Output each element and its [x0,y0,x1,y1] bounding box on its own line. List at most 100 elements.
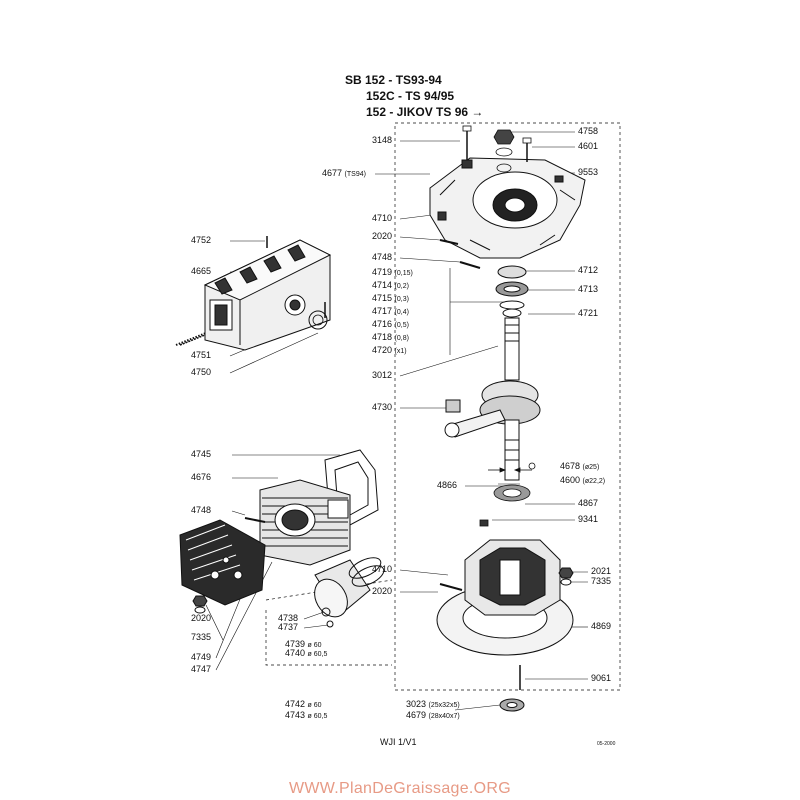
part-label-4715: 4715 (0,3) [372,293,409,304]
drawing-date: 05-2000 [597,741,616,747]
part-number: 4677 [322,168,343,178]
muffler [179,236,332,351]
title-line-3: 152 - JIKOV TS 96 → [366,105,484,119]
part-number: 4718 [372,332,393,342]
part-label-4748-left: 4748 [191,505,212,515]
part-label-4867: 4867 [578,498,599,508]
part-note: (ø22,2) [582,478,606,485]
part-label-4750: 4750 [191,367,212,377]
part-label-4758: 4758 [578,126,599,136]
part-label-4600: 4600 (ø22,2) [560,475,606,486]
part-note: ø 60 [307,642,322,649]
cylinder-head [179,519,266,614]
part-number: 4715 [372,293,393,303]
part-label-4739: 4739 ø 60 [285,639,322,650]
part-label-4737: 4737 [278,622,299,632]
part-note: ø 60,5 [307,651,328,658]
part-label-4718: 4718 (0,8) [372,332,409,343]
part-label-4676: 4676 [191,472,212,482]
part-label-4752: 4752 [191,235,212,245]
part-label-4745: 4745 [191,449,212,459]
part-number: 4600 [560,475,581,485]
part-note: (0,8) [394,335,409,342]
part-label-7335-right: 7335 [591,576,612,586]
part-label-4730: 4730 [372,402,393,412]
part-label-4713: 4713 [578,284,599,294]
bearing-stack [495,265,529,318]
part-number: 4679 [406,710,427,720]
crankcase-upper [429,157,586,259]
part-label-4710-lower: 4710 [372,564,393,574]
part-label-4748-upper: 4748 [372,252,393,262]
part-label-4738: 4738 [278,613,299,623]
engine-block-frame [394,122,621,691]
part-label-4751: 4751 [191,350,212,360]
part-number: 4719 [372,267,393,277]
part-label-4740: 4740 ø 60,5 [285,649,328,659]
connecting-rod [444,399,506,438]
part-note: ø 60 [307,702,322,709]
crankcase-lower [436,539,574,712]
part-number: 4743 [285,710,306,720]
part-label-4720: 4720 (x1) [372,345,407,356]
part-label-4678: 4678 (ø25) [560,462,600,472]
part-label-4719: 4719 (0,15) [372,267,413,278]
group-frames [265,122,621,691]
part-note: (x1) [394,348,407,355]
dimension-marks [488,462,536,473]
part-label-4677: 4677 (TS94) [322,168,366,179]
part-label-3012: 3012 [372,370,393,380]
part-label-4742: 4742 ø 60 [285,699,322,710]
part-number: 4716 [372,319,393,329]
part-label-4679: 4679 (28x40x7) [406,710,460,721]
part-note: (25x32x5) [428,702,460,709]
watermark-link[interactable]: WWW.PlanDeGraissage.ORG [288,780,512,797]
part-label-4869: 4869 [591,621,612,631]
leader-lines [205,131,588,711]
part-label-4710-upper: 4710 [372,213,393,223]
part-label-2021: 2021 [591,566,612,576]
part-label-2020-lower: 2020 [372,586,393,596]
part-label-4743: 4743 ø 60,5 [285,710,328,721]
part-label-4717: 4717 (0,4) [372,306,409,317]
drawing-code: WJI 1/V1 [380,737,417,747]
part-label-4712: 4712 [578,265,599,275]
part-note: (0,3) [394,296,409,303]
part-label-9061: 9061 [591,673,612,683]
part-note: ø 60,5 [307,713,328,720]
part-note: (0,15) [394,270,413,277]
piston [314,557,385,628]
title-line-1: SB 152 - TS93-94 [345,73,442,87]
part-number: 3023 [406,699,427,709]
part-note: (0,5) [394,322,409,329]
part-number: 4717 [372,306,393,316]
bolts-top [439,125,532,269]
part-note: (0,2) [394,283,409,290]
part-number: 4739 [285,639,306,649]
part-label-4749: 4749 [191,652,212,662]
part-note: (TS94) [344,171,366,178]
part-label-4665: 4665 [191,266,212,276]
misc-small-parts [175,314,324,346]
part-label-3148: 3148 [372,135,393,145]
part-number: 4720 [372,345,393,355]
part-note: (28x40x7) [428,713,460,720]
part-label-4601: 4601 [578,141,599,151]
part-note: (ø25) [582,464,600,471]
part-label-2020-left: 2020 [191,613,212,623]
part-note: (0,4) [394,309,409,316]
part-label-7335-left: 7335 [191,632,212,642]
part-label-4747: 4747 [191,664,212,674]
piston-group-frame [265,610,392,666]
part-label-4716: 4716 (0,5) [372,319,409,330]
lower-bearing [479,484,531,527]
part-number: 4742 [285,699,306,709]
part-label-4866: 4866 [437,480,458,490]
title-line-2: 152C - TS 94/95 [366,89,455,103]
part-label-9341: 9341 [578,514,599,524]
part-label-4714: 4714 (0,2) [372,281,409,291]
cylinder [244,479,351,566]
part-label-9553: 9553 [578,167,599,177]
part-label-4721: 4721 [578,308,599,318]
